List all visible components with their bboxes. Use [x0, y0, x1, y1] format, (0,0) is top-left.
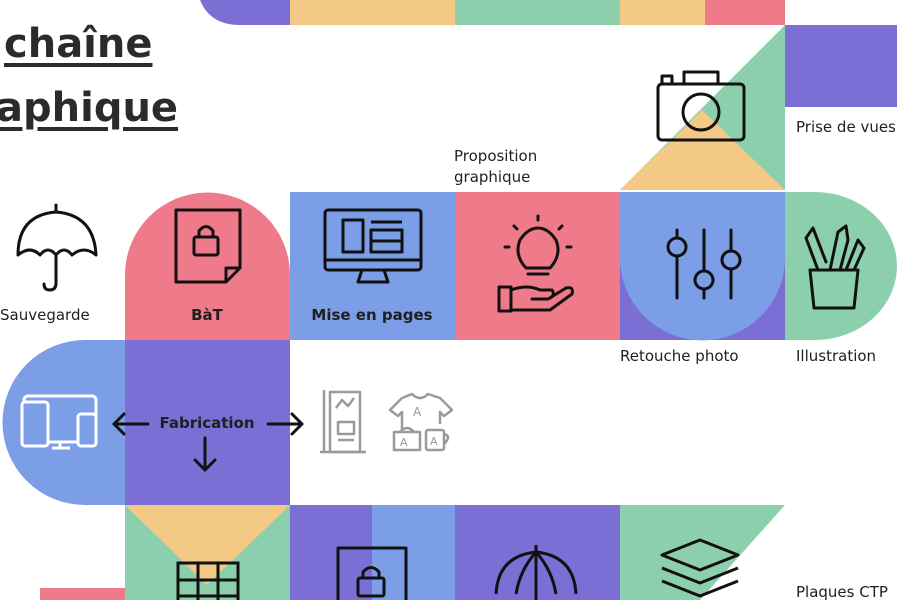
sliders-icon	[666, 228, 742, 300]
title-line-2: aphique	[0, 85, 179, 131]
locked-document-icon	[174, 208, 242, 284]
layers-icon	[660, 538, 740, 598]
right-connector	[620, 25, 897, 190]
svg-text:A: A	[430, 435, 438, 448]
camera-icon	[656, 70, 746, 142]
umbrella-bottom-icon	[494, 545, 578, 600]
lightbulb-hand-icon	[497, 214, 574, 313]
pencil-cup-icon	[804, 224, 866, 310]
label-bat: BàT	[191, 306, 223, 324]
top-strip	[200, 0, 785, 25]
svg-text:A: A	[413, 405, 422, 419]
umbrella-icon	[16, 203, 98, 292]
grid-icon	[176, 561, 240, 600]
title-line-1: chaîne	[4, 21, 153, 67]
middle-row	[125, 192, 897, 341]
bottom-row	[40, 505, 785, 600]
fabrication-row	[2, 340, 290, 505]
monitor-layout-icon	[323, 208, 423, 284]
locked-frame-icon	[336, 546, 408, 600]
fabrication-arrows	[112, 412, 304, 472]
label-plaques-ctp: Plaques CTP	[796, 583, 888, 601]
label-sauvegarde: Sauvegarde	[0, 306, 90, 324]
label-prise-de-vues: Prise de vues	[796, 118, 896, 136]
label-fabrication: Fabrication	[159, 414, 255, 432]
devices-icon	[20, 394, 98, 450]
label-mise-en-pages: Mise en pages	[311, 306, 433, 324]
label-retouche-photo: Retouche photo	[620, 347, 739, 365]
label-proposition-line2: graphique	[454, 168, 531, 186]
svg-text:A: A	[400, 436, 408, 449]
merchandise-icon: A A A	[388, 392, 454, 452]
label-proposition-line1: Proposition	[454, 147, 538, 165]
rollup-banner-icon	[320, 390, 366, 454]
label-illustration: Illustration	[796, 347, 877, 365]
